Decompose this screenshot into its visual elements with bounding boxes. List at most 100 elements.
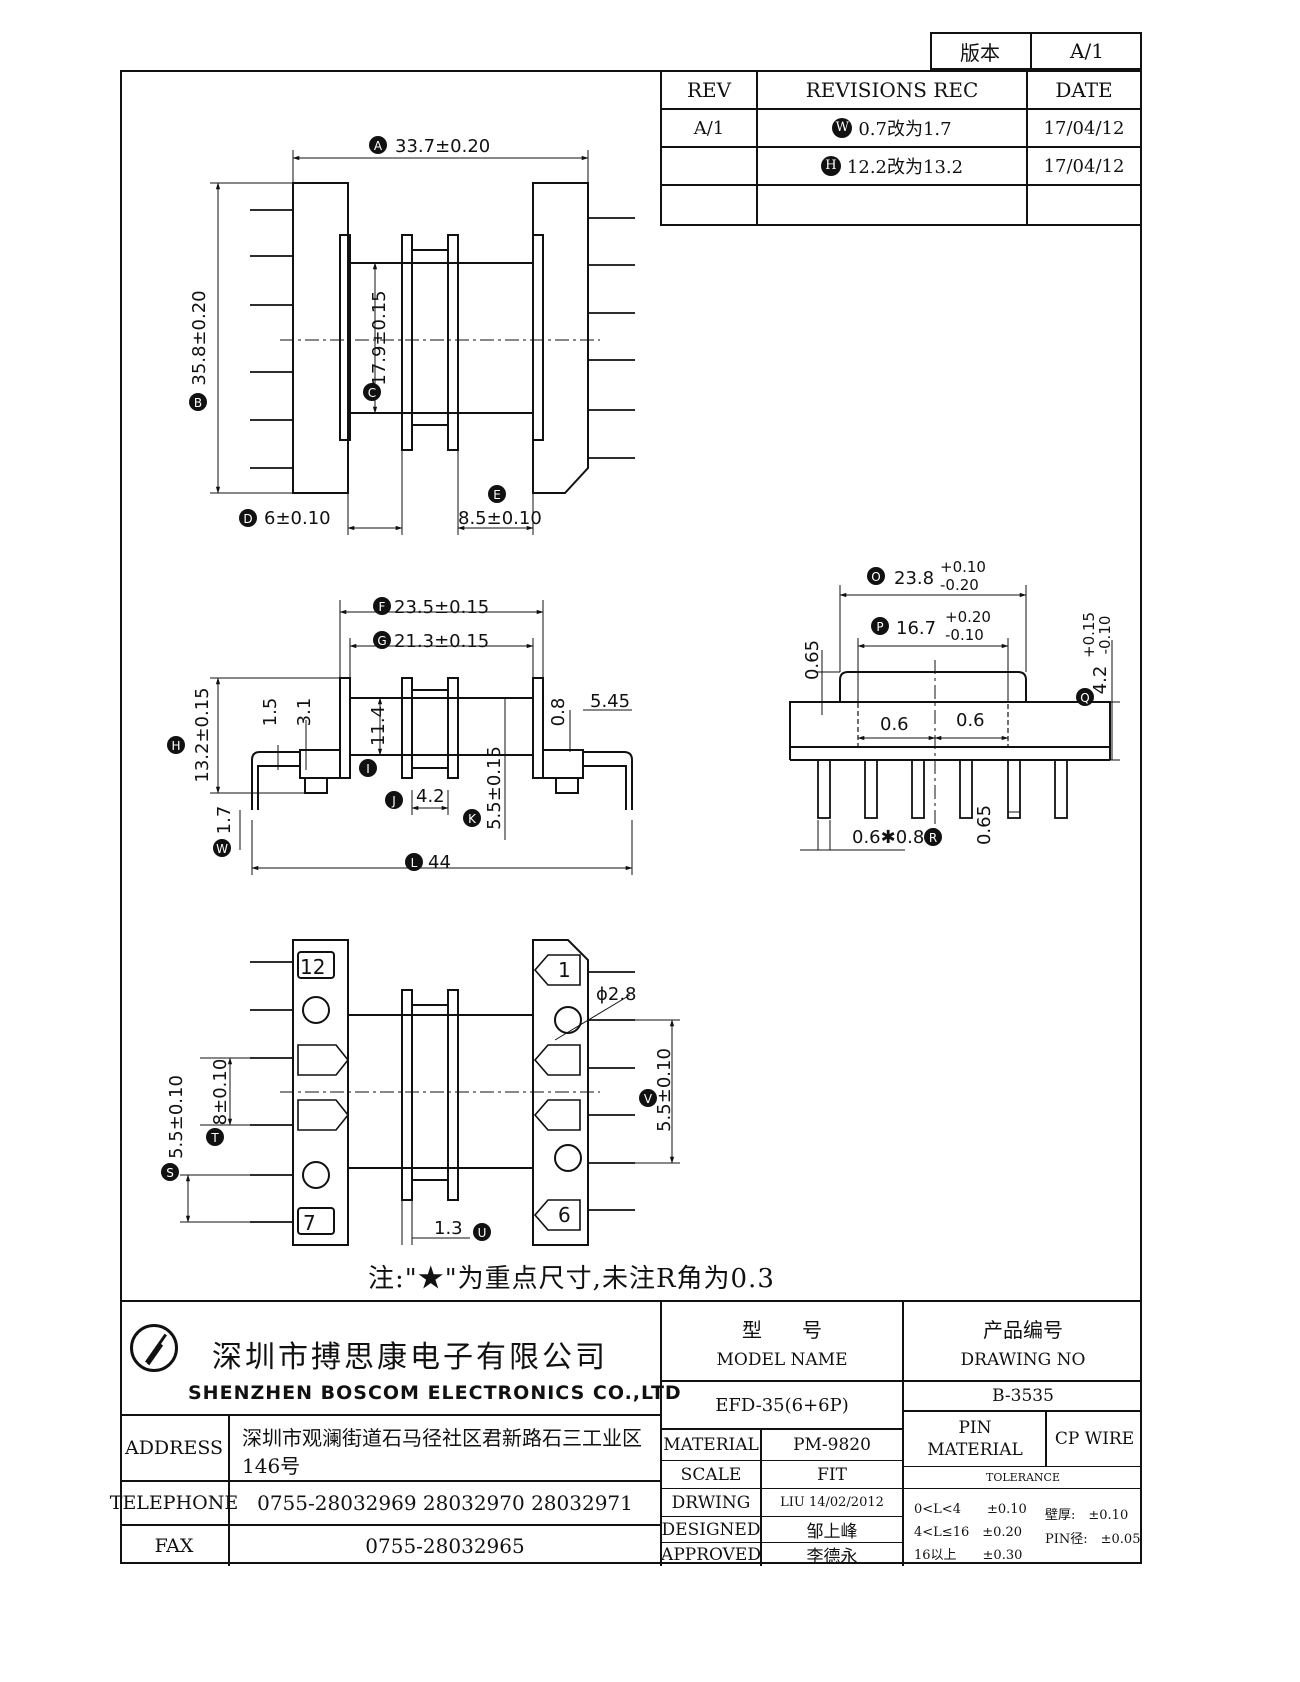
dim-w: 1.7 — [214, 806, 235, 835]
rev-row-1-text: W 0.7改为1.7 — [758, 110, 1028, 148]
bottom-view — [180, 939, 680, 1246]
model-label-en: MODEL NAME — [716, 1350, 848, 1370]
bottom-view-labels: 12 1 7 6 ϕ2.8 5.5±0.10 V 8±0.10 T 5.5±0.… — [161, 955, 675, 1241]
dim-e: 8.5±0.10 — [458, 508, 542, 529]
revisions-table: REV REVISIONS REC DATE A/1 W 0.7改为1.7 17… — [660, 72, 1140, 226]
dim-0-8: 0.8 — [548, 698, 569, 727]
pin-6: 6 — [558, 1203, 571, 1227]
pin-tolerance: PIN径: ±0.05 — [1045, 1532, 1141, 1547]
company-name-cn: 深圳市搏思康电子有限公司 — [212, 1340, 608, 1375]
material-value: PM-9820 — [793, 1435, 871, 1455]
rec-header: REVISIONS REC — [758, 72, 1028, 110]
version-value: A/1 — [1070, 39, 1104, 63]
dim-u: 1.3 — [434, 1218, 463, 1239]
scale-value: FIT — [817, 1464, 847, 1485]
rev-row-1-rev: A/1 — [662, 110, 758, 148]
version-box — [930, 32, 1142, 70]
front-view — [210, 600, 633, 875]
svg-text:Q: Q — [1080, 691, 1089, 705]
svg-text:S: S — [166, 1166, 174, 1180]
rev-row-1-tag: W — [832, 118, 853, 138]
svg-text:F: F — [379, 600, 386, 614]
dim-h: 13.2±0.15 — [192, 687, 213, 782]
dim-p: 16.7 — [896, 618, 936, 639]
pin-material-value: CP WIRE — [1054, 1429, 1135, 1449]
tol-row-1: 0<L<4 ±0.10 — [914, 1502, 1027, 1517]
svg-text:J: J — [391, 794, 396, 808]
svg-text:K: K — [468, 812, 477, 826]
dim-l: 44 — [428, 852, 451, 873]
rev-row-3-text — [758, 186, 1028, 224]
side-view — [789, 585, 1120, 851]
date-header: DATE — [1028, 72, 1140, 110]
scale-label: SCALE — [680, 1464, 742, 1485]
dim-f: 23.5±0.15 — [394, 597, 489, 618]
address-label: ADDRESS — [124, 1437, 224, 1459]
top-view-labels: A 33.7±0.20 35.8±0.20 B 17.9±0.15 C D 6±… — [189, 136, 542, 529]
dim-o: 23.8 — [894, 568, 934, 589]
drawing-by-value: LIU 14/02/2012 — [780, 1495, 884, 1510]
dim-q-up: +0.15 — [1080, 612, 1098, 658]
tol-row-3: 16以上 ±0.30 — [914, 1548, 1023, 1563]
svg-text:E: E — [493, 488, 501, 502]
dim-i: 11.4 — [368, 706, 389, 746]
dim-v: 5.5±0.10 — [654, 1048, 675, 1132]
title-block: 深圳市搏思康电子有限公司 SHENZHEN BOSCOM ELECTRONICS… — [110, 1300, 1142, 1567]
rev-row-2-desc: 12.2改为13.2 — [846, 157, 964, 178]
dim-0-65-b: 0.65 — [974, 805, 995, 845]
rev-row-2-rev — [662, 148, 758, 186]
rev-row-2-tag: H — [820, 156, 841, 176]
dim-phi: ϕ2.8 — [596, 984, 637, 1005]
dim-j: 4.2 — [416, 786, 445, 807]
rev-row-1-desc: 0.7改为1.7 — [858, 119, 952, 140]
model-label-cn: 型 号 — [742, 1317, 822, 1342]
drawing-note: 注:"★"为重点尺寸,未注R角为0.3 — [368, 1264, 775, 1294]
approved-label: APPROVED — [661, 1544, 761, 1565]
technical-drawing: A 33.7±0.20 35.8±0.20 B 17.9±0.15 C D 6±… — [161, 136, 1120, 1246]
dim-0-65-a: 0.65 — [802, 640, 823, 680]
svg-text:U: U — [478, 1226, 487, 1240]
fax-value: 0755-28032965 — [365, 1534, 525, 1558]
designed-label: DESIGNED — [661, 1519, 761, 1540]
telephone-value: 0755-28032969 28032970 28032971 — [257, 1491, 633, 1515]
svg-text:W: W — [216, 842, 228, 856]
pin-material-label: PIN MATERIAL — [927, 1418, 1023, 1460]
rev-row-2-text: H 12.2改为13.2 — [758, 148, 1028, 186]
drawing-frame — [120, 70, 1142, 1564]
dim-a: 33.7±0.20 — [395, 136, 490, 157]
dim-p-up: +0.20 — [945, 608, 991, 626]
drawing-label-en: DRAWING NO — [960, 1350, 1086, 1370]
dim-t: 8±0.10 — [210, 1059, 231, 1126]
dim-c: 17.9±0.15 — [369, 290, 390, 385]
side-view-labels: O 23.8 +0.10 -0.20 P 16.7 +0.20 -0.10 0.… — [802, 558, 1114, 848]
front-view-labels: F 23.5±0.15 G 21.3±0.15 H 13.2±0.15 1.5 … — [167, 597, 630, 873]
drawing-label-cn: 产品编号 — [983, 1317, 1063, 1342]
drawing-value: B-3535 — [992, 1386, 1054, 1406]
rev-row-1-date: 17/04/12 — [1028, 110, 1140, 148]
drawing-by-label: DRWING — [671, 1492, 751, 1513]
pin-1: 1 — [558, 958, 571, 982]
dim-s: 5.5±0.10 — [166, 1075, 187, 1159]
dim-1-5: 1.5 — [260, 698, 281, 727]
dim-0-6-b: 0.6 — [956, 710, 985, 731]
svg-text:I: I — [366, 762, 370, 776]
company-name-en: SHENZHEN BOSCOM ELECTRONICS CO.,LTD — [188, 1382, 682, 1404]
dim-5-45: 5.45 — [590, 691, 630, 712]
dim-q-dn: -0.10 — [1096, 616, 1114, 655]
svg-text:D: D — [243, 512, 252, 526]
wall-tolerance: 壁厚: ±0.10 — [1045, 1508, 1129, 1523]
dim-o-up: +0.10 — [940, 558, 986, 576]
rev-row-2-date: 17/04/12 — [1028, 148, 1140, 186]
svg-text:H: H — [171, 739, 180, 753]
address-value: 深圳市观澜街道石马径社区君新路石三工业区146号 — [242, 1426, 642, 1478]
dim-k: 5.5±0.15 — [484, 746, 505, 830]
svg-text:A: A — [374, 139, 383, 153]
dim-o-dn: -0.20 — [940, 576, 979, 594]
dim-r: 0.6✱0.8 — [852, 827, 924, 848]
svg-text:O: O — [871, 570, 880, 584]
svg-text:P: P — [876, 620, 883, 634]
svg-text:B: B — [194, 396, 202, 410]
rev-row-3-rev — [662, 186, 758, 224]
dim-p-dn: -0.10 — [945, 626, 984, 644]
company-logo — [130, 1324, 178, 1372]
